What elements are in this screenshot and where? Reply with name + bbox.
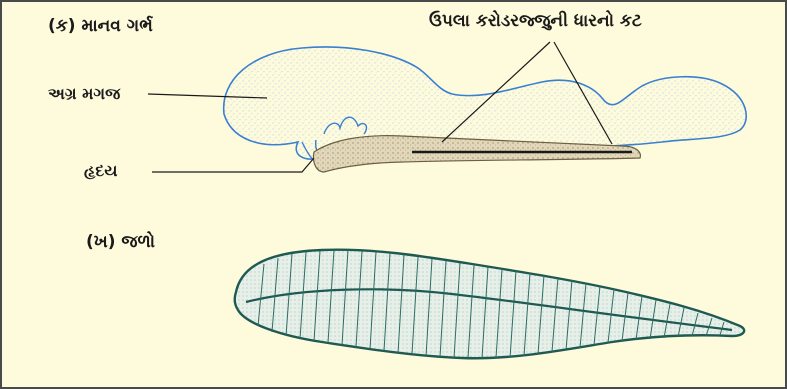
forebrain-label: અગ્ર મગજ (48, 86, 120, 102)
heart-label: હૃદય (84, 163, 117, 179)
human-embryo-illustration (224, 47, 747, 172)
part-a-title: (ક) માનવ ગર્ભ (48, 18, 153, 35)
heart-leader-line (152, 158, 314, 172)
leech-illustration (235, 250, 744, 359)
part-b-title: (ખ) જળો (86, 234, 155, 251)
spinal-cord-section-label: ઉપલા કરોડરજ્જુની ધારનો કટ (429, 13, 642, 30)
leech-body-outline (235, 250, 744, 359)
